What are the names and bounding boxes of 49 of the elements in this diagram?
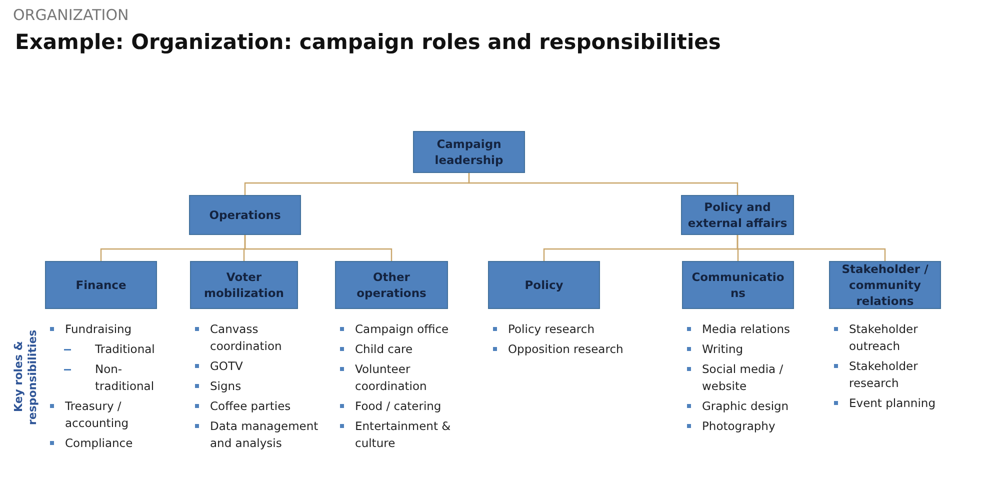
list-item: Media relations — [702, 321, 792, 338]
list-item: Writing — [702, 341, 744, 358]
list-item: Campaign office — [355, 321, 450, 338]
org-box — [335, 261, 448, 309]
connector-line — [736, 235, 886, 261]
list-item: Canvass coordination — [210, 321, 283, 355]
box-label: Operations — [208, 207, 282, 223]
list-item: Opposition research — [508, 341, 624, 358]
list-item: Treasury / accounting — [65, 398, 130, 432]
org-box — [488, 261, 600, 309]
box-label: Other operations — [356, 269, 428, 301]
org-box — [45, 261, 157, 309]
list-item: Policy research — [508, 321, 596, 338]
list-item: Coffee parties — [210, 398, 292, 415]
list-item: Entertainment & culture — [355, 418, 452, 452]
org-box — [681, 195, 794, 235]
box-label: Policy — [524, 277, 564, 293]
box-label: Finance — [74, 277, 128, 293]
list-item: Traditional — [95, 341, 156, 358]
list-item: Volunteer coordination — [355, 361, 428, 395]
list-item: Event planning — [849, 395, 937, 412]
connector-line — [244, 235, 392, 261]
box-label: Stakeholder / community relations — [840, 261, 930, 309]
list-item: Fundraising — [65, 321, 133, 338]
box-label: Campaign leadership — [434, 136, 504, 168]
side-label: Key roles & responsibilities — [12, 328, 40, 426]
list-item: Graphic design — [702, 398, 790, 415]
box-label: Policy and external affairs — [686, 199, 788, 231]
list-item: Compliance — [65, 435, 134, 452]
list-item: Stakeholder research — [849, 358, 919, 392]
list-item: Food / catering — [355, 398, 442, 415]
list-item: Non-traditional — [95, 361, 156, 395]
org-box — [189, 195, 301, 235]
list-item: Photography — [702, 418, 776, 435]
org-box — [413, 131, 525, 173]
list-item: Data management and analysis — [210, 418, 320, 452]
title: Example: Organization: campaign roles and responsibilities — [15, 30, 721, 54]
org-box — [190, 261, 298, 309]
list-item: GOTV — [210, 358, 244, 375]
box-label: Communications — [690, 269, 786, 301]
list-item: Child care — [355, 341, 414, 358]
list-item: Signs — [210, 378, 242, 395]
list-item: Social media / website — [702, 361, 784, 395]
org-box — [682, 261, 794, 309]
box-label: Voter mobilization — [203, 269, 285, 301]
connector-line — [468, 173, 738, 195]
org-box — [829, 261, 941, 309]
list-item: Stakeholder outreach — [849, 321, 919, 355]
section-header: ORGANIZATION — [13, 6, 129, 24]
